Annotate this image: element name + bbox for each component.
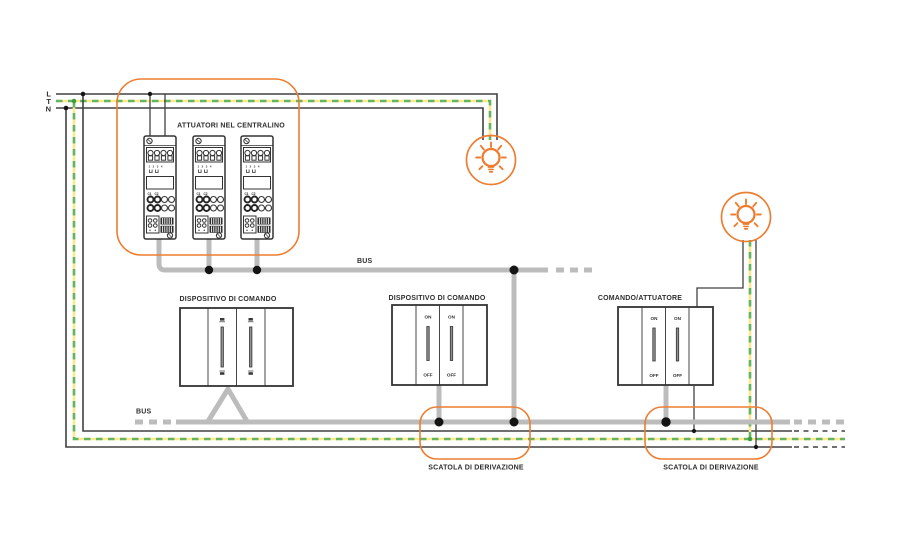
device3-label: COMANDO/ATTUATORE [598,295,682,302]
device2-label: DISPOSITIVO DI COMANDO [389,295,486,302]
off-label: OFF [447,373,456,378]
bus-junction-dot [252,265,262,275]
t-earth-wire-top-green [56,99,492,140]
command-device-2: ON ON OFF OFF [391,304,488,386]
centralino-label: ATTUATORI NEL CENTRALINO [177,123,285,130]
n-wire-top [56,107,484,140]
bus-line-top [156,238,548,273]
light-bulb-icon-1 [465,134,517,186]
l-wire-top [56,93,498,140]
bus-junction-dot [661,417,671,427]
junction1-label: SCATOLA DI DERIVAZIONE [428,465,524,472]
bus-top-label: BUS [357,258,373,265]
bus-stub-device1 [204,386,251,425]
t-earth-wire-bottom-green [72,101,845,441]
din-actuator-module-1 [143,135,177,240]
rocker-switch-right [247,318,254,375]
on-label: ON [651,316,659,321]
t-line-label: T [46,97,51,106]
l-tap-dot [80,91,86,97]
light-bulb-icon-2 [720,191,772,243]
off-label: OFF [649,373,658,378]
n-line-label: N [46,105,51,114]
rocker-switch-left [219,318,225,375]
switched-line-to-lamp2 [696,240,744,308]
on-label: ON [425,315,433,320]
din-actuator-module-3 [240,135,274,240]
t-tap-dot [71,98,77,104]
n-wire-bottom [65,108,792,448]
n-junction-dot [753,444,759,450]
off-label: OFF [673,373,682,378]
bus-junction-dot [509,265,519,275]
t-earth-wire-top-yellow [56,99,492,140]
bus-bottom-label: BUS [136,409,152,416]
bus-junction-dot [204,265,214,275]
on-label: ON [674,316,682,321]
junction-box-2-outline [644,406,773,460]
command-device-1 [179,307,294,387]
on-label: ON [448,315,456,320]
bus-junction-dot [509,417,519,427]
l-junction-dot [691,428,697,434]
din-actuator-module-2 [192,135,226,240]
l-wire-bottom [82,94,792,432]
command-actuator-device: ON ON OFF OFF [617,306,714,386]
n-tap-dot [63,105,69,111]
off-label: OFF [423,373,432,378]
bus-wiring [135,238,845,425]
bus-junction-dot [434,417,444,427]
device1-label: DISPOSITIVO DI COMANDO [180,296,277,303]
t-junction-dot [747,436,753,442]
junction-dots [63,91,759,450]
junction-box-1-outline [419,406,531,460]
mains-wiring [56,93,845,448]
centralino-outline [116,78,300,256]
module-feed-tap-dot [147,91,153,97]
junction2-label: SCATOLA DI DERIVAZIONE [663,465,759,472]
l-line-label: L [46,90,51,99]
